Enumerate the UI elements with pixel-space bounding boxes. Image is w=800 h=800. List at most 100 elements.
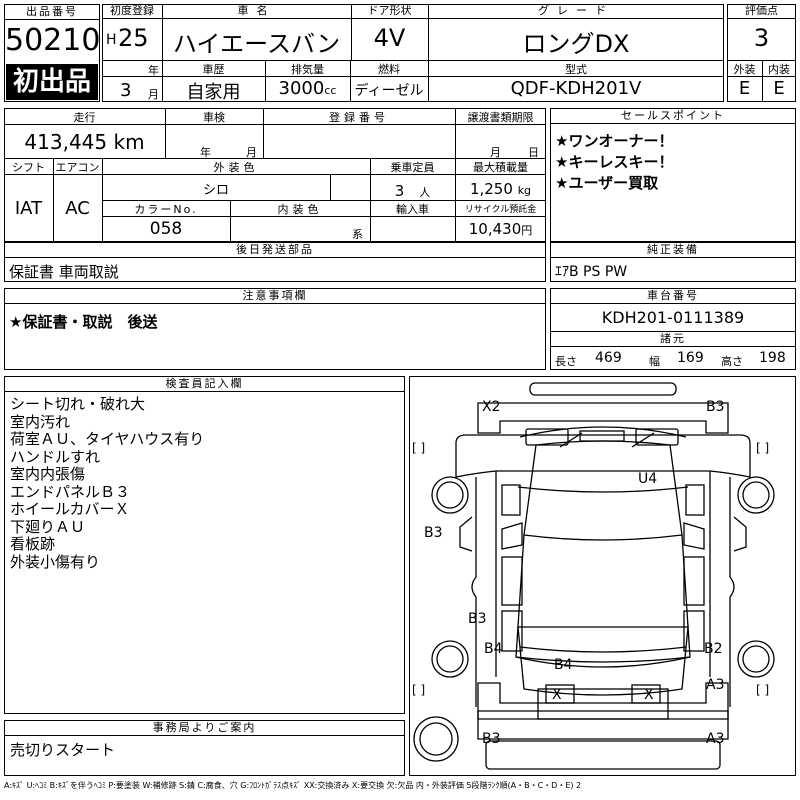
- notes-text: ★保証書・取説 後送: [9, 313, 158, 331]
- color-no-label: カラーNo.: [134, 203, 198, 216]
- transfer-label: 譲渡書類期限: [467, 111, 534, 124]
- ac: AC: [65, 198, 90, 219]
- equipment-label: 純正装備: [551, 243, 795, 258]
- capacity: 3 人: [394, 182, 431, 200]
- h-line-3: [102, 76, 724, 77]
- damage-code: B3: [482, 731, 501, 747]
- i-line-4: [102, 200, 546, 201]
- inspector-item: 看板跡: [10, 535, 56, 553]
- color-no: 058: [149, 219, 183, 239]
- car-outline: [413, 382, 775, 770]
- ext-label: 外装: [733, 63, 756, 76]
- damage-code: X2: [482, 399, 501, 415]
- damage-code: B3: [468, 611, 487, 627]
- height-label: 高さ: [721, 355, 743, 368]
- h-div-2: [351, 4, 352, 60]
- car-name: ハイエースバン: [172, 30, 341, 58]
- i-div-2: [263, 108, 264, 158]
- inspector-item: 荷室ＡＵ、タイヤハウス有り: [10, 430, 205, 448]
- grade-label: グレード: [538, 4, 614, 17]
- inspection-label: 車検: [203, 111, 225, 124]
- fuel-label: 燃料: [378, 63, 400, 76]
- h-div-3: [428, 4, 429, 102]
- notes-box: 注意事項欄 ★保証書・取説 後送: [4, 288, 546, 370]
- door-type: 4V: [373, 24, 406, 52]
- reg-era: H: [106, 32, 117, 48]
- dims-label: 諸元: [551, 331, 795, 347]
- damage-code: A3: [706, 731, 725, 747]
- h-line-2: [102, 60, 724, 61]
- int-grade: E: [773, 78, 785, 99]
- diagram-bracket: [ ]: [756, 441, 770, 455]
- diagram-bracket: [ ]: [756, 683, 770, 697]
- inspector-item: 室内内張傷: [10, 465, 86, 483]
- damage-code: B2: [704, 641, 723, 657]
- inspector-item: エンドパネルＢ３: [10, 482, 131, 501]
- score-line-1: [727, 18, 796, 19]
- inspector-box: 検査員記入欄 シート切れ・破れ大 室内汚れ 荷室ＡＵ、タイヤハウス有り ハンドル…: [4, 376, 405, 714]
- ac-label: エアコン: [55, 161, 100, 174]
- insp-month-unit: 月: [246, 146, 257, 159]
- model-label: 型式: [565, 63, 587, 76]
- chassis-box: 車台番号 KDH201-0111389 諸元 長さ 469 幅 169 高さ 1…: [550, 288, 796, 370]
- mileage: 413,445 km: [24, 130, 145, 154]
- score-line-3: [727, 76, 796, 77]
- lot-label: 出品番号: [5, 5, 99, 20]
- i-line-3: [4, 174, 546, 175]
- score-line-2: [727, 60, 796, 61]
- diagram-bracket: [ ]: [412, 441, 426, 455]
- length-label: 長さ: [555, 355, 577, 368]
- office-text: 売切りスタート: [10, 741, 116, 759]
- reg-year-unit: 年: [148, 64, 159, 77]
- score-label: 評価点: [745, 4, 778, 17]
- office-box: 事務局よりご案内 売切りスタート: [4, 720, 405, 776]
- h-div-4: [265, 60, 266, 102]
- chassis-label: 車台番号: [551, 289, 795, 304]
- damage-code: B3: [706, 399, 725, 415]
- office-label: 事務局よりご案内: [5, 721, 404, 736]
- i-div-7: [230, 200, 231, 242]
- int-color-label: 内装色: [277, 203, 323, 216]
- damage-code: U4: [638, 471, 658, 487]
- first-listing-badge: 初出品: [6, 64, 98, 100]
- car-name-label: 車名: [237, 4, 276, 17]
- recycle: 10,430円: [468, 220, 533, 238]
- length: 469: [595, 350, 622, 366]
- door-label: ドア形状: [367, 4, 412, 17]
- damage-code: B4: [554, 657, 573, 673]
- inspector-label: 検査員記入欄: [5, 377, 404, 392]
- int-label: 内装: [768, 63, 790, 76]
- sales-points-list: ★ワンオーナー！ ★キーレスキー！ ★ユーザー買取: [555, 131, 673, 194]
- later-parts-label: 後日発送部品: [5, 243, 545, 258]
- shift-label: シフト: [12, 161, 45, 174]
- notes-label: 注意事項欄: [5, 289, 545, 304]
- inspector-item: ハンドルすれ: [10, 447, 101, 466]
- int-color-unit: 系: [352, 228, 363, 241]
- legend: A:ｷｽﾞ U:ﾍｺﾐ B:ｷｽﾞを伴うﾍｺﾐ P:要塗装 W:補修跡 S:錆 …: [4, 781, 582, 790]
- sales-points-label: セールスポイント: [551, 109, 795, 124]
- score-box: [727, 4, 796, 102]
- inspector-item: シート切れ・破れ大: [10, 395, 146, 413]
- recycle-label: リサイクル預託金: [464, 205, 537, 215]
- reg-year: 25: [118, 24, 149, 52]
- i-line-1: [4, 124, 546, 125]
- sales-point-item: ★キーレスキー！: [555, 153, 674, 171]
- h-div-5: [350, 60, 351, 102]
- score: 3: [753, 24, 770, 52]
- ext-grade: E: [738, 78, 751, 99]
- width-label: 幅: [649, 355, 660, 368]
- maxload-label: 最大積載量: [473, 161, 528, 174]
- ext-color-label: 外装色: [213, 161, 259, 174]
- inspector-item: 下廻りＡＵ: [10, 517, 86, 536]
- model: QDF-KDH201V: [510, 78, 642, 99]
- sales-point-item: ★ワンオーナー！: [555, 132, 674, 150]
- i-div-3: [455, 108, 456, 242]
- equipment-box: 純正装備 ｴｱB PS PW: [550, 242, 796, 282]
- insp-year-unit: 年: [200, 146, 211, 159]
- sales-point-item: ★ユーザー買取: [555, 174, 659, 192]
- later-parts-box: 後日発送部品 保証書 車両取説: [4, 242, 546, 282]
- damage-code: A3: [706, 677, 725, 693]
- mileage-label: 走行: [73, 111, 96, 124]
- h-line-1: [102, 18, 724, 19]
- maxload: 1,250 kg: [469, 180, 532, 198]
